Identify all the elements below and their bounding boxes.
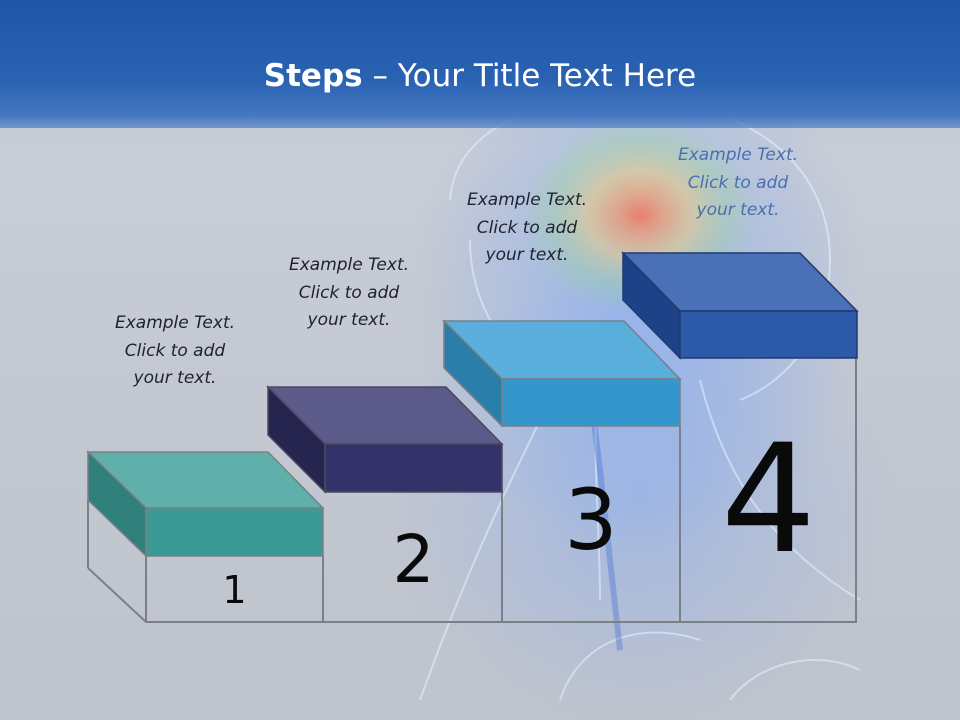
step-3-block[interactable] (442, 319, 682, 428)
step-1-block[interactable] (86, 450, 325, 558)
caption-line: Click to add (298, 282, 400, 303)
caption-line: Example Text. (114, 313, 236, 333)
caption-line: Example Text. (677, 145, 799, 165)
header-band (0, 0, 960, 128)
step-2-caption[interactable]: Example Text. Click to add your text. (249, 252, 449, 335)
caption-line: Click to add (476, 217, 578, 238)
step-1-caption[interactable]: Example Text. Click to add your text. (75, 310, 275, 393)
step-3-caption[interactable]: Example Text. Click to add your text. (427, 187, 627, 270)
caption-line: your text. (133, 368, 217, 388)
step-4-block[interactable] (621, 251, 859, 360)
caption-line: Click to add (124, 340, 226, 361)
step-4-number: 4 (720, 413, 817, 587)
caption-line: your text. (307, 310, 391, 330)
step-2-number: 2 (392, 521, 435, 598)
caption-line: Example Text. (288, 255, 410, 275)
caption-line: your text. (485, 245, 569, 265)
title-rest: – Your Title Text Here (362, 58, 697, 94)
caption-line: Example Text. (466, 190, 588, 210)
step-4-caption[interactable]: Example Text. Click to add your text. (638, 142, 838, 225)
step-3-number: 3 (564, 471, 618, 569)
caption-line: your text. (696, 200, 780, 220)
step-1-number: 1 (222, 568, 247, 612)
title-bold-part: Steps (263, 58, 363, 94)
step-2-block[interactable] (266, 385, 504, 494)
caption-line: Click to add (687, 172, 789, 193)
stairs-outline (87, 358, 857, 623)
slide-title[interactable]: Steps – Your Title Text Here (0, 56, 960, 96)
